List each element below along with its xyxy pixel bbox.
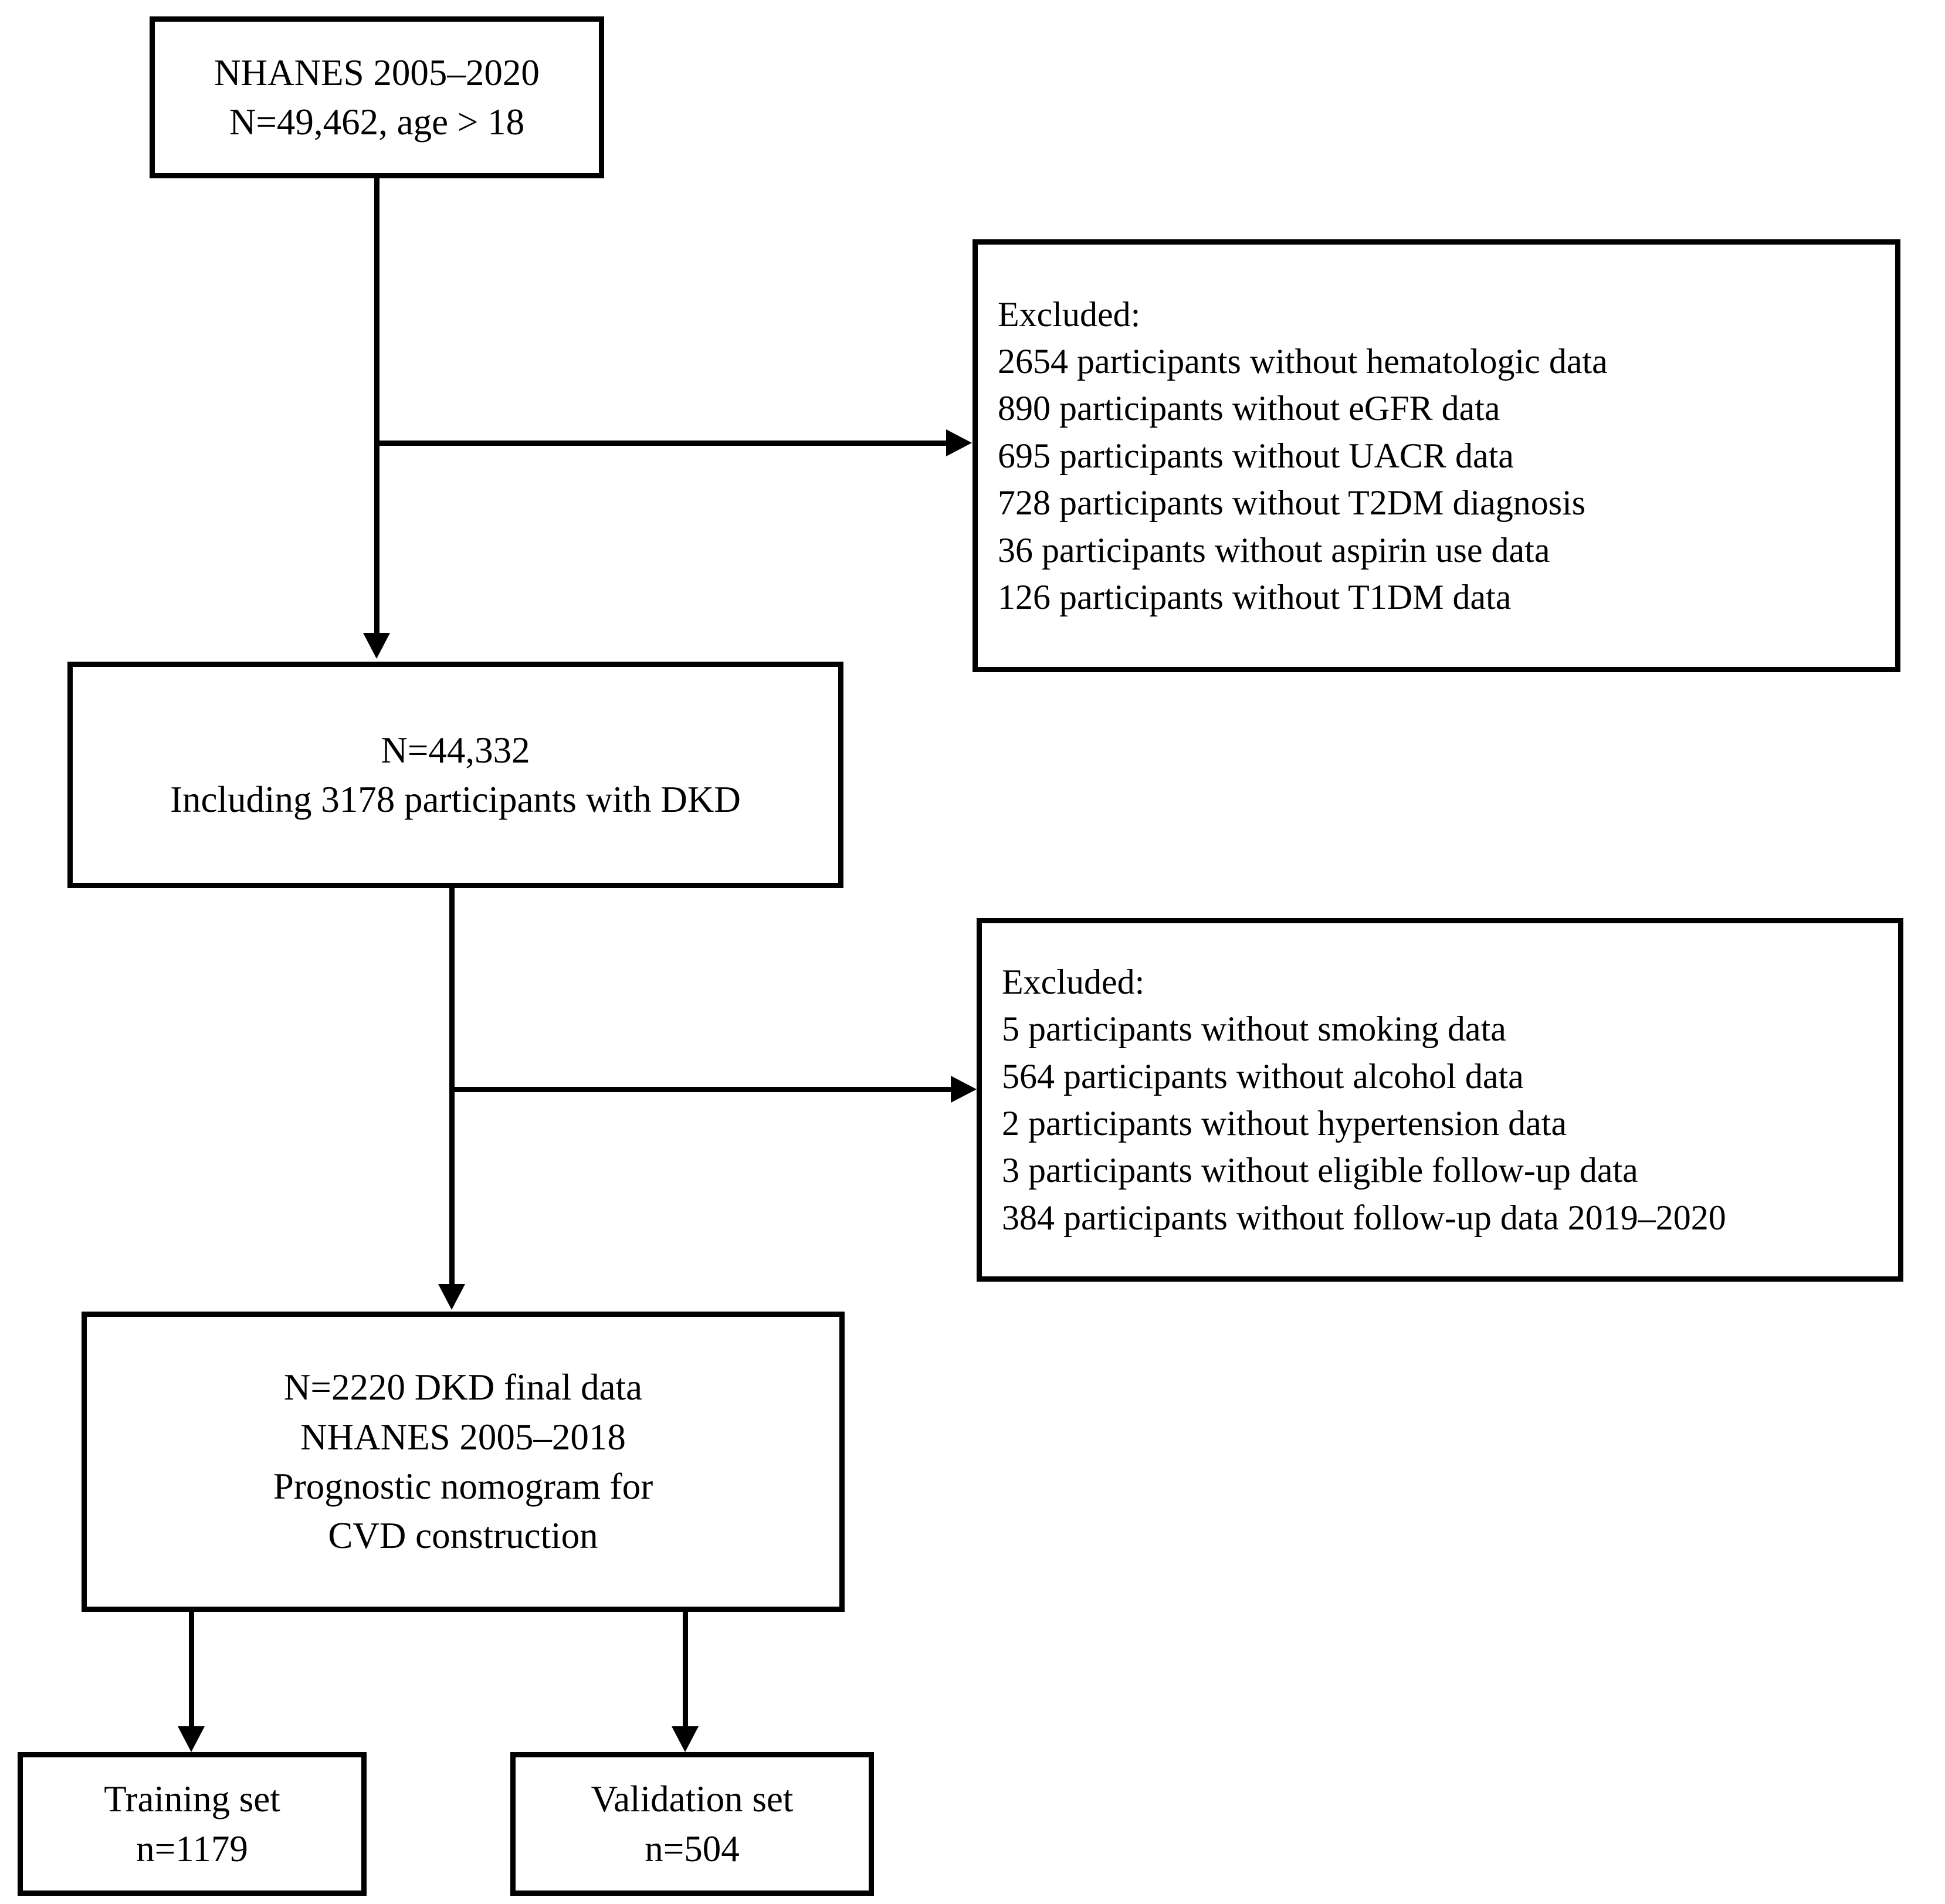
- final-cohort-line-2: NHANES 2005–2018: [300, 1416, 626, 1458]
- connector-branch-exclusion-1-arrowhead: [946, 429, 972, 456]
- exclusion-1-heading: Excluded:: [998, 294, 1141, 334]
- exclusion-1-item-5: 36 participants without aspirin use data: [998, 530, 1550, 570]
- validation-set-line-1: Validation set: [591, 1778, 794, 1820]
- exclusion-1-item-4: 728 participants without T2DM diagnosis: [998, 483, 1586, 523]
- final-cohort-line-3: Prognostic nomogram for: [273, 1466, 653, 1507]
- exclusion-2-item-1: 5 participants without smoking data: [1002, 1009, 1506, 1049]
- connector-final-to-training-stem: [189, 1612, 194, 1726]
- exclusion-2-item-2: 564 participants without alcohol data: [1002, 1056, 1524, 1096]
- connector-after1-to-final-stem: [449, 888, 455, 1284]
- connector-branch-exclusion-1: [374, 441, 946, 446]
- exclusion-1-item-3: 695 participants without UACR data: [998, 436, 1514, 475]
- node-final-cohort: N=2220 DKD final data NHANES 2005–2018 P…: [82, 1312, 845, 1612]
- exclusion-2-item-3: 2 participants without hypertension data: [1002, 1104, 1567, 1143]
- exclusion-2-item-4: 3 participants without eligible follow-u…: [1002, 1151, 1638, 1190]
- after-exclusion-1-line-1: N=44,332: [381, 729, 530, 771]
- connector-branch-exclusion-2: [449, 1087, 951, 1092]
- connector-final-to-training-arrowhead: [178, 1726, 205, 1752]
- training-set-line-1: Training set: [104, 1778, 280, 1820]
- exclusion-1-item-6: 126 participants without T1DM data: [998, 577, 1512, 616]
- exclusion-1-item-2: 890 participants without eGFR data: [998, 389, 1500, 428]
- connector-source-to-after1-stem: [374, 178, 379, 633]
- exclusion-1-item-1: 2654 participants without hematologic da…: [998, 342, 1608, 381]
- node-exclusion-2: Excluded: 5 participants without smoking…: [977, 918, 1903, 1282]
- connector-branch-exclusion-2-arrowhead: [951, 1076, 977, 1103]
- training-set-line-2: n=1179: [136, 1828, 248, 1869]
- final-cohort-line-1: N=2220 DKD final data: [283, 1367, 643, 1408]
- connector-final-to-validation-stem: [683, 1612, 688, 1726]
- node-source-cohort: NHANES 2005–2020 N=49,462, age > 18: [150, 16, 604, 178]
- validation-set-line-2: n=504: [645, 1828, 740, 1869]
- source-cohort-line-1: NHANES 2005–2020: [214, 52, 540, 93]
- connector-final-to-validation-arrowhead: [672, 1726, 699, 1752]
- exclusion-2-heading: Excluded:: [1002, 962, 1145, 1001]
- node-training-set: Training set n=1179: [18, 1752, 367, 1896]
- after-exclusion-1-line-2: Including 3178 participants with DKD: [170, 779, 741, 820]
- node-exclusion-1: Excluded: 2654 participants without hema…: [972, 239, 1900, 672]
- node-after-exclusion-1: N=44,332 Including 3178 participants wit…: [67, 662, 843, 888]
- connector-source-to-after1-arrowhead: [363, 633, 390, 659]
- node-validation-set: Validation set n=504: [510, 1752, 874, 1896]
- final-cohort-line-4: CVD construction: [328, 1515, 598, 1557]
- connector-after1-to-final-arrowhead: [438, 1284, 465, 1310]
- exclusion-2-item-5: 384 participants without follow-up data …: [1002, 1198, 1726, 1237]
- source-cohort-line-2: N=49,462, age > 18: [229, 101, 525, 143]
